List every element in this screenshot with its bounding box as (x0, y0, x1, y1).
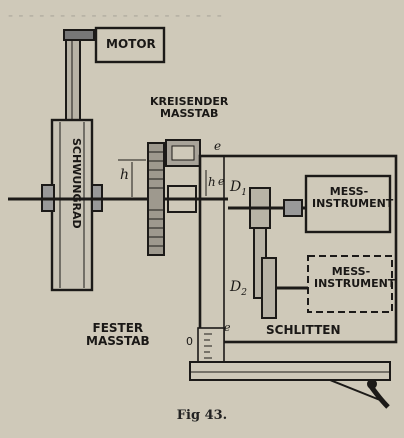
figure-caption: Fig 43. (176, 408, 228, 423)
d1-letter: D (230, 179, 242, 195)
e-low-label: e (224, 321, 231, 334)
h-upper-label: h (120, 167, 130, 183)
pulley-d2 (261, 257, 277, 319)
d2-letter: D (230, 279, 242, 295)
flywheel-label: SCHWUNGRAD (70, 138, 83, 229)
instrument-2 (307, 255, 393, 313)
e-top-label: e (214, 139, 222, 153)
instrument-1-label: MESS- INSTRUMENT (312, 185, 394, 210)
d2-sub: 2 (241, 287, 247, 298)
fixed-scale-label: FESTER MASSTAB (86, 321, 150, 348)
rotating-scale-label: KREISENDER MASSTAB (150, 96, 228, 119)
h-lower-label: h (208, 175, 216, 189)
d1-sub: 1 (241, 187, 247, 198)
gear-disc (147, 142, 165, 256)
instrument-2-label: MESS- INSTRUMENT (314, 265, 396, 290)
d1-label: D1 (230, 180, 247, 198)
e-mid-label: e (218, 175, 225, 188)
d2-label: D2 (230, 280, 247, 298)
carriage-label: SCHLITTEN (266, 323, 341, 337)
motor-box (94, 26, 166, 64)
bleed-through-text: - - - - - - - - - - - - - - - - - - - - … (8, 6, 223, 24)
rotating-scale-text: KREISENDER MASSTAB (150, 95, 229, 120)
instrument-1 (304, 174, 392, 234)
carriage (198, 154, 398, 344)
zero-mark-label: 0 (186, 335, 193, 348)
motor-label: MOTOR (106, 37, 156, 51)
